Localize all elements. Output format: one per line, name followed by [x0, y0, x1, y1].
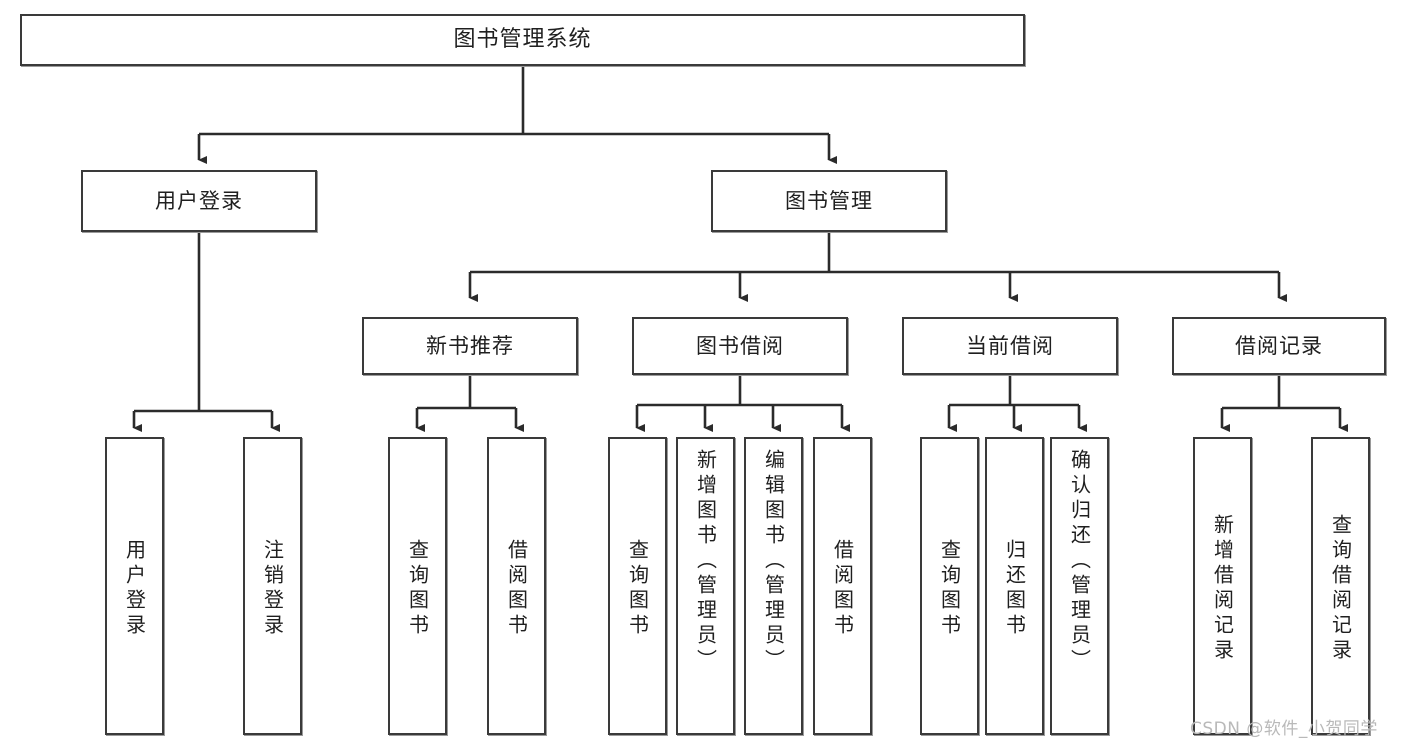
leaf-current-confirm-return-admin[interactable]: 确认归还（管理员）: [1050, 437, 1109, 735]
leaf-borrow-borrow-book[interactable]: 借阅图书: [813, 437, 872, 735]
node-user-login[interactable]: 用户登录: [81, 170, 317, 232]
leaf-borrow-add-book-admin[interactable]: 新增图书（管理员）: [676, 437, 735, 735]
leaf-recommend-borrow-book[interactable]: 借阅图书: [487, 437, 546, 735]
node-current-borrow[interactable]: 当前借阅: [902, 317, 1118, 375]
node-label: 当前借阅: [966, 333, 1054, 358]
node-label: 新增图书（管理员）: [693, 449, 718, 674]
node-label: 图书管理: [785, 188, 873, 213]
node-label: 归还图书: [1002, 539, 1027, 639]
node-label: 注销登录: [260, 539, 285, 639]
node-label: 查询图书: [625, 539, 650, 639]
node-label: 图书管理系统: [453, 27, 592, 53]
node-new-book-recommend[interactable]: 新书推荐: [362, 317, 578, 375]
leaf-current-query-book[interactable]: 查询图书: [920, 437, 979, 735]
leaf-borrow-edit-book-admin[interactable]: 编辑图书（管理员）: [744, 437, 803, 735]
node-label: 新书推荐: [426, 333, 514, 358]
leaf-recommend-query-book[interactable]: 查询图书: [388, 437, 447, 735]
node-root-book-management-system[interactable]: 图书管理系统: [20, 14, 1025, 66]
node-label: 借阅图书: [504, 539, 529, 639]
node-label: 借阅记录: [1235, 333, 1323, 358]
node-label: 查询借阅记录: [1328, 514, 1353, 664]
node-label: 图书借阅: [696, 333, 784, 358]
leaf-user-login[interactable]: 用户登录: [105, 437, 164, 735]
node-label: 借阅图书: [830, 539, 855, 639]
csdn-watermark: CSDN @软件_小贺同学: [1190, 719, 1378, 739]
node-label: 查询图书: [405, 539, 430, 639]
leaf-record-query-borrow-record[interactable]: 查询借阅记录: [1311, 437, 1370, 735]
node-label: 用户登录: [155, 188, 243, 213]
node-label: 确认归还（管理员）: [1067, 449, 1092, 674]
leaf-record-add-borrow-record[interactable]: 新增借阅记录: [1193, 437, 1252, 735]
node-label: 用户登录: [122, 539, 147, 639]
node-label: 编辑图书（管理员）: [761, 449, 786, 674]
leaf-user-logout[interactable]: 注销登录: [243, 437, 302, 735]
leaf-borrow-query-book[interactable]: 查询图书: [608, 437, 667, 735]
leaf-current-return-book[interactable]: 归还图书: [985, 437, 1044, 735]
node-label: 新增借阅记录: [1210, 514, 1235, 664]
node-book-borrow[interactable]: 图书借阅: [632, 317, 848, 375]
node-book-management[interactable]: 图书管理: [711, 170, 947, 232]
node-label: 查询图书: [937, 539, 962, 639]
node-borrow-record[interactable]: 借阅记录: [1172, 317, 1386, 375]
